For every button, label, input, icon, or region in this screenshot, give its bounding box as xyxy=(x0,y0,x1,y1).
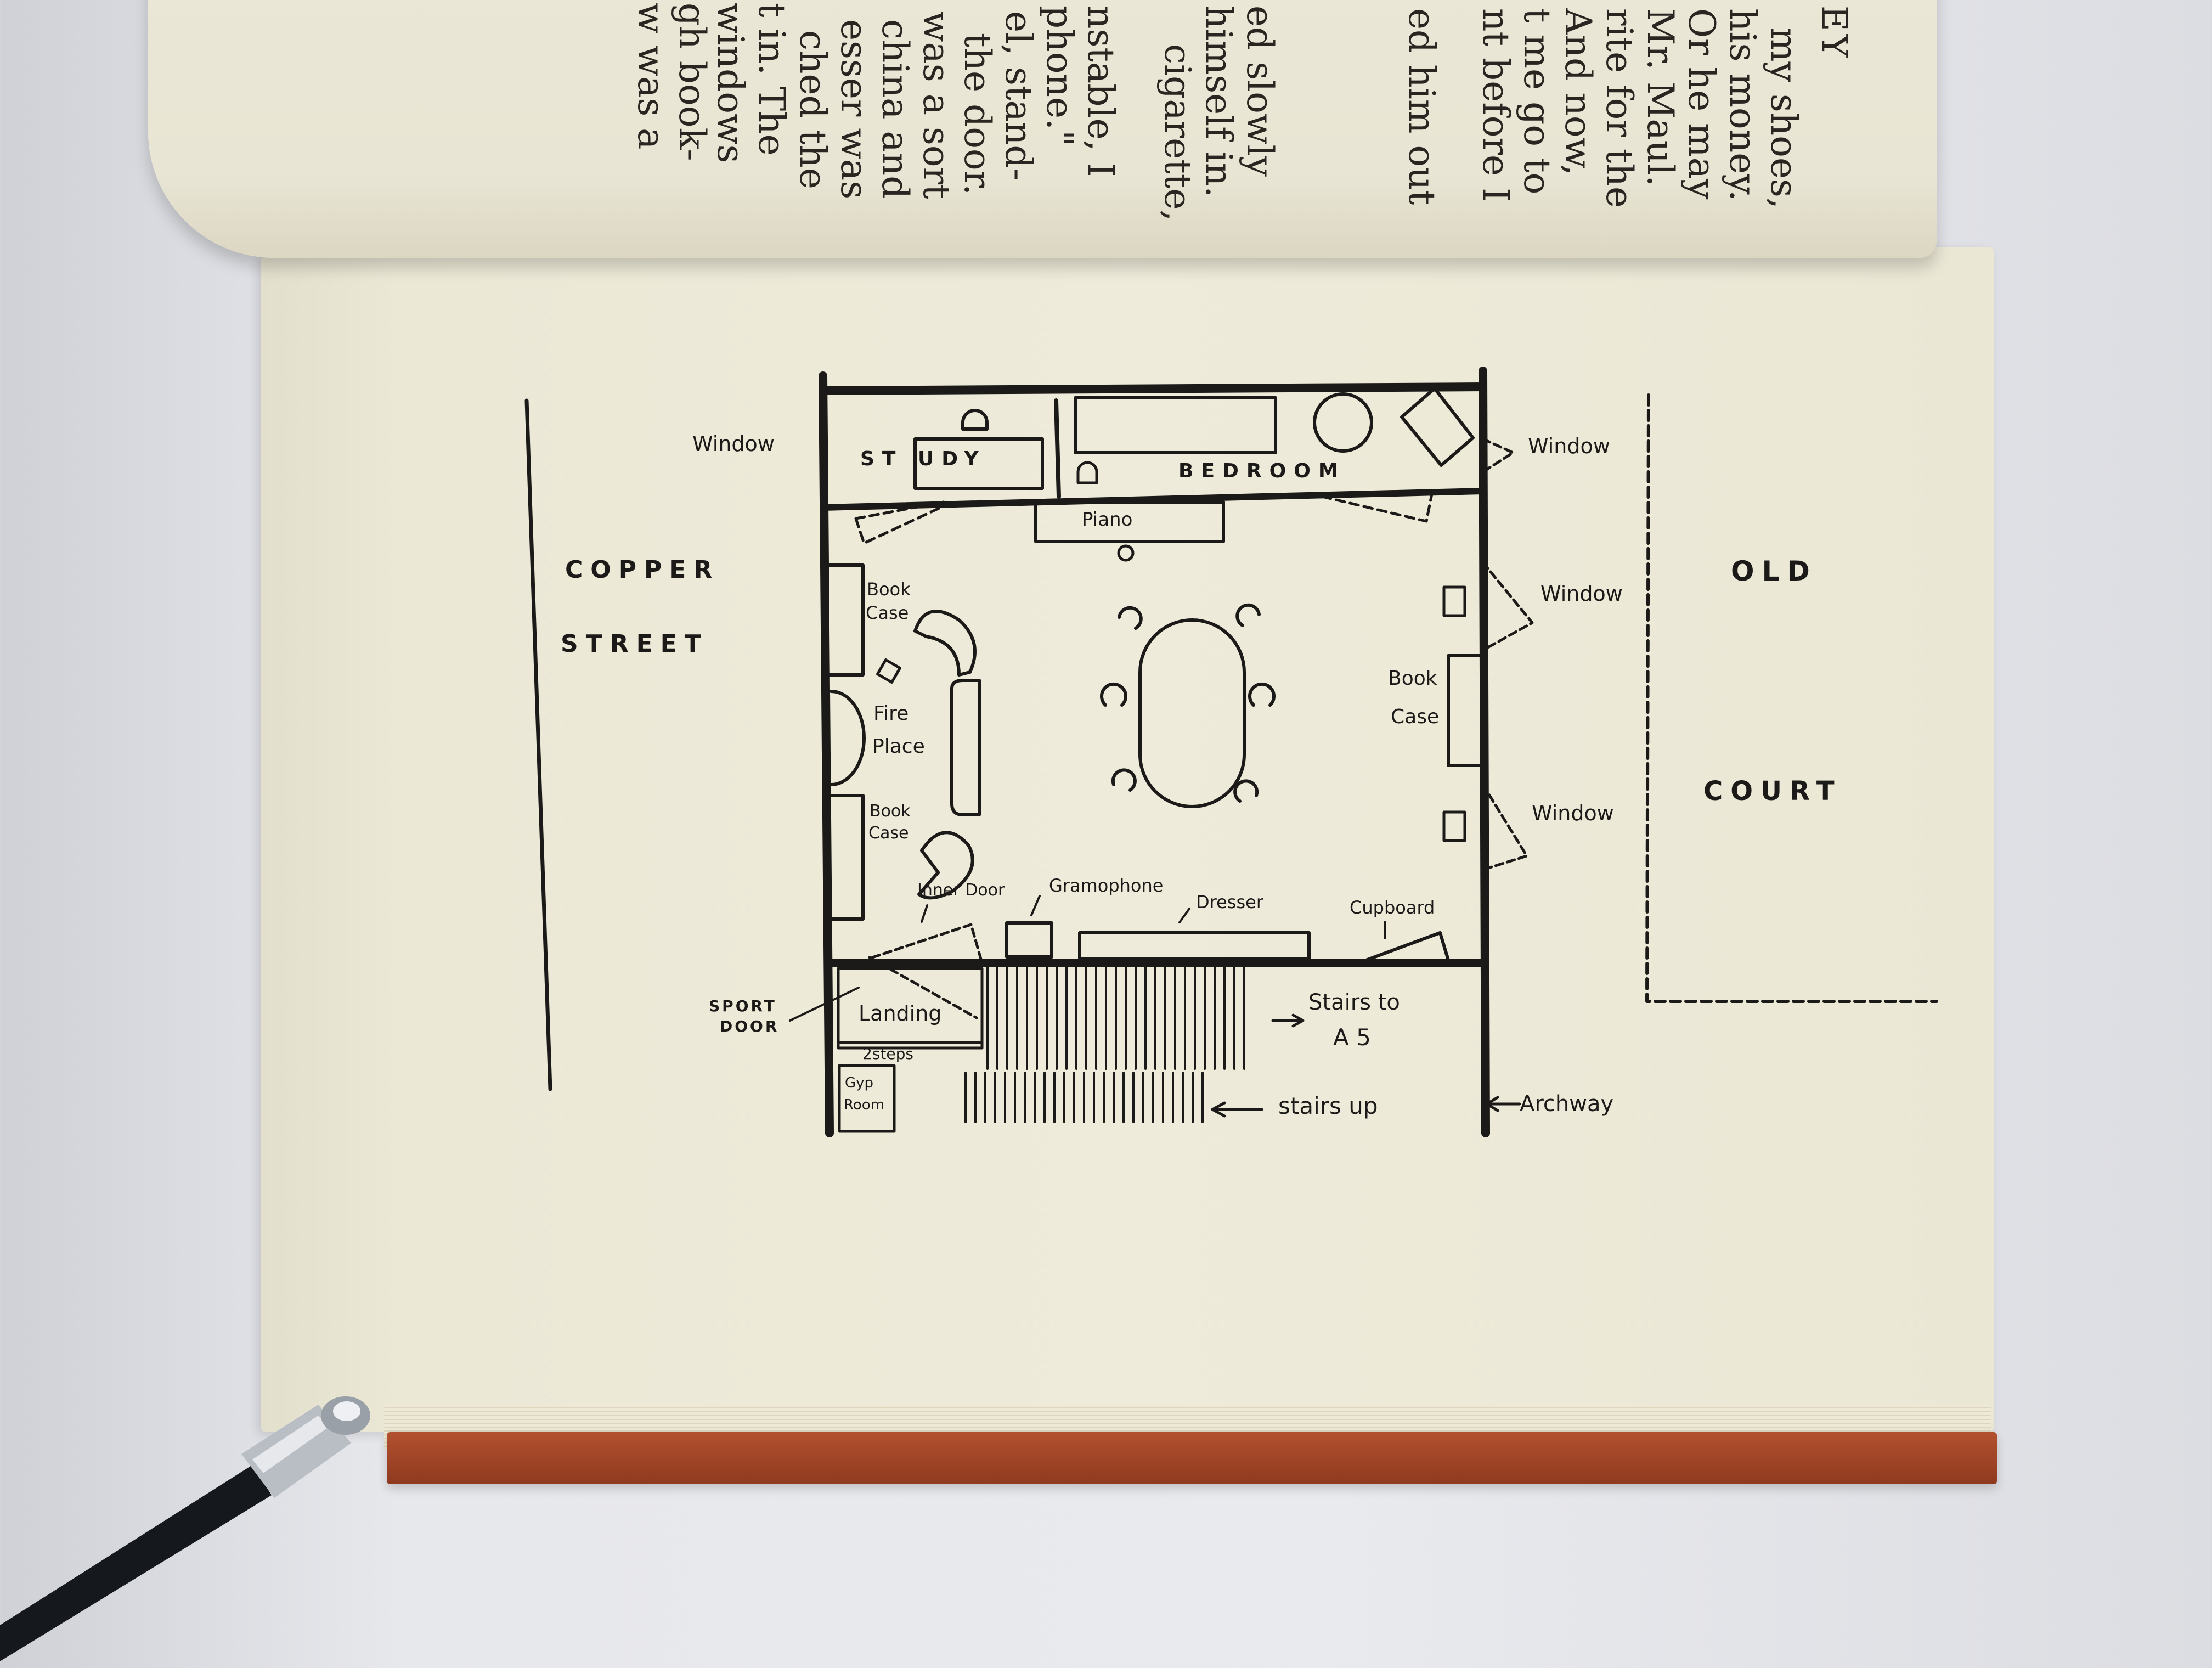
study-desk xyxy=(913,437,1044,490)
small-table-right-2 xyxy=(1442,810,1466,842)
small-table-left xyxy=(876,658,901,684)
sport-door-pointer xyxy=(789,987,860,1022)
study-window-door xyxy=(854,500,948,545)
book-cover-edge xyxy=(387,1432,1997,1484)
dining-chair xyxy=(1235,603,1261,627)
armchair-1 xyxy=(913,610,977,677)
archway-arrow xyxy=(1485,1096,1521,1112)
window-right-2-mark xyxy=(1481,783,1528,871)
book-case-bottom-label-1: Book xyxy=(870,802,911,821)
pointer xyxy=(921,904,928,923)
court-boundary xyxy=(1645,393,1938,1003)
stairs-up-label: stairs up xyxy=(1278,1092,1378,1119)
dresser-label: Dresser xyxy=(1196,892,1264,912)
book-case-top-label-1: Book xyxy=(867,579,911,600)
book-lower-page xyxy=(261,247,1994,1432)
fire-place-label-2: Place xyxy=(872,735,925,758)
pointer xyxy=(1178,908,1190,923)
gramophone xyxy=(1005,921,1053,959)
wall-study-divider xyxy=(1054,398,1061,499)
wall-left xyxy=(819,371,834,1137)
copper-label: COPPER xyxy=(565,556,720,584)
archway-label: Archway xyxy=(1520,1091,1613,1117)
old-label: OLD xyxy=(1731,555,1818,587)
bedroom-door xyxy=(1321,492,1434,523)
wall-top xyxy=(819,382,1487,395)
dining-chair xyxy=(1100,682,1127,707)
stairs-to-a5-label: A 5 xyxy=(1333,1024,1371,1051)
sport-door-label-1: SPORT xyxy=(709,997,777,1015)
gyp-room-label-1: Gyp xyxy=(845,1075,873,1091)
inner-door-label: Inner Door xyxy=(917,881,1005,900)
study-chair xyxy=(961,409,989,431)
steps-label: 2steps xyxy=(862,1045,913,1063)
book-case-bottom xyxy=(824,794,865,921)
book-case-right-label-2: Case xyxy=(1391,706,1439,728)
sport-door-label-2: DOOR xyxy=(720,1017,779,1035)
bedroom-chair xyxy=(1076,461,1098,484)
window-top-left-label: Window xyxy=(692,432,775,456)
window-right-1-label: Window xyxy=(1541,582,1623,606)
gyp-room xyxy=(838,1064,896,1133)
stairs-a5 xyxy=(986,963,1245,1070)
piano-label: Piano xyxy=(1082,509,1132,531)
dining-chair xyxy=(1111,768,1137,792)
book-case-bottom-label-2: Case xyxy=(868,824,909,843)
washstand xyxy=(1313,392,1373,453)
book-case-top-label-2: Case xyxy=(866,602,909,623)
inner-door xyxy=(871,923,984,965)
dining-chair xyxy=(1118,606,1143,630)
armchair-2 xyxy=(917,831,974,900)
pen-pointer xyxy=(0,1396,370,1661)
dining-table xyxy=(1138,618,1246,808)
stairs-up-arrow xyxy=(1211,1101,1263,1118)
street-line xyxy=(524,398,552,1091)
dresser xyxy=(1078,931,1311,961)
fire-place-label-1: Fire xyxy=(873,702,909,725)
wall-study-bedroom xyxy=(820,488,1486,511)
book-upper-page: EY my shoes, his money. Or he may Mr. Ma… xyxy=(148,0,1937,258)
bedroom-chest xyxy=(1400,387,1475,467)
dining-chair xyxy=(1233,779,1259,803)
sofa xyxy=(950,679,981,816)
cupboard-door xyxy=(1364,931,1450,962)
wall-right xyxy=(1479,367,1490,1137)
book-case-right-label-1: Book xyxy=(1388,667,1437,690)
window-right-2-label: Window xyxy=(1532,801,1614,825)
piano xyxy=(1034,500,1225,543)
court-label: COURT xyxy=(1703,776,1842,807)
book-case-top xyxy=(824,563,865,677)
stairs-up xyxy=(964,1072,1204,1123)
gyp-room-label-2: Room xyxy=(844,1097,884,1113)
dining-chair xyxy=(1248,682,1276,707)
window-right-1-mark xyxy=(1481,561,1534,652)
book-case-right xyxy=(1447,654,1484,767)
cupboard-label: Cupboard xyxy=(1350,897,1435,918)
stairs-to-arrow xyxy=(1271,1013,1305,1028)
piano-stool xyxy=(1117,544,1135,562)
bed xyxy=(1074,396,1277,454)
gramophone-label: Gramophone xyxy=(1049,875,1163,896)
street-label: STREET xyxy=(561,630,709,658)
stairs-to-label: Stairs to xyxy=(1308,990,1400,1015)
study-label: ST UDY xyxy=(860,448,986,470)
fireplace xyxy=(830,690,866,786)
window-top-right-label: Window xyxy=(1528,434,1610,458)
pointer xyxy=(1030,895,1041,916)
window-top-right-mark xyxy=(1481,437,1515,474)
small-table-right-1 xyxy=(1442,585,1466,617)
landing xyxy=(837,967,984,1050)
bedroom-label: BEDROOM xyxy=(1178,460,1346,482)
landing-label: Landing xyxy=(859,1001,941,1025)
